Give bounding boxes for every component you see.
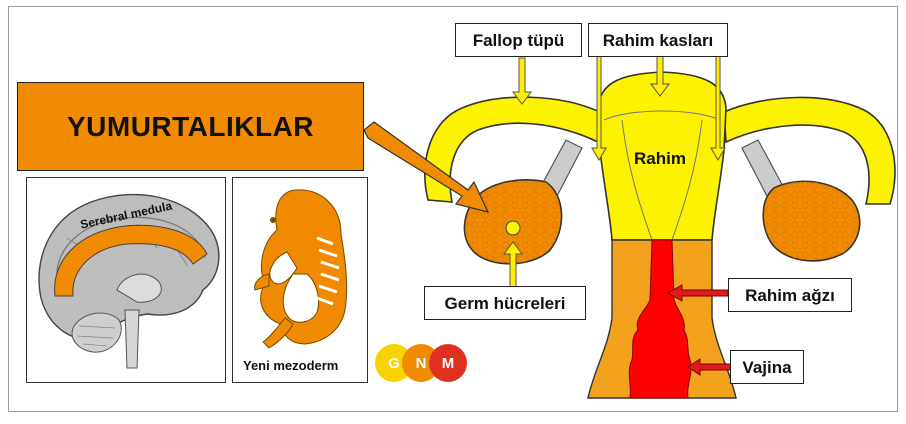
label-vagina: Vajina (730, 350, 804, 384)
label-fallopian-tube-text: Fallop tüpü (473, 32, 565, 49)
label-uterine-muscles-text: Rahim kasları (603, 32, 714, 49)
label-germ-cells: Germ hücreleri (424, 286, 586, 320)
logo-letter-m: M (429, 344, 467, 382)
germ-cell-dot (506, 221, 520, 235)
label-germ-cells-text: Germ hücreleri (445, 295, 566, 312)
brain-panel: Serebral medula (26, 177, 226, 383)
ovaries-title-box: YUMURTALIKLAR (17, 82, 364, 171)
label-uterus: Rahim (622, 146, 698, 170)
ovaries-title: YUMURTALIKLAR (67, 111, 314, 143)
label-vagina-text: Vajina (742, 359, 791, 376)
embryo-caption: Yeni mezoderm (243, 358, 338, 373)
label-cervix-text: Rahim ağzı (745, 287, 835, 304)
gnm-logo: G N M (375, 344, 467, 382)
embryo-illustration (233, 178, 369, 384)
embryo-panel: Yeni mezoderm (232, 177, 368, 383)
label-uterine-muscles: Rahim kasları (588, 23, 728, 57)
label-fallopian-tube: Fallop tüpü (455, 23, 582, 57)
label-uterus-text: Rahim (634, 150, 686, 167)
label-cervix: Rahim ağzı (728, 278, 852, 312)
